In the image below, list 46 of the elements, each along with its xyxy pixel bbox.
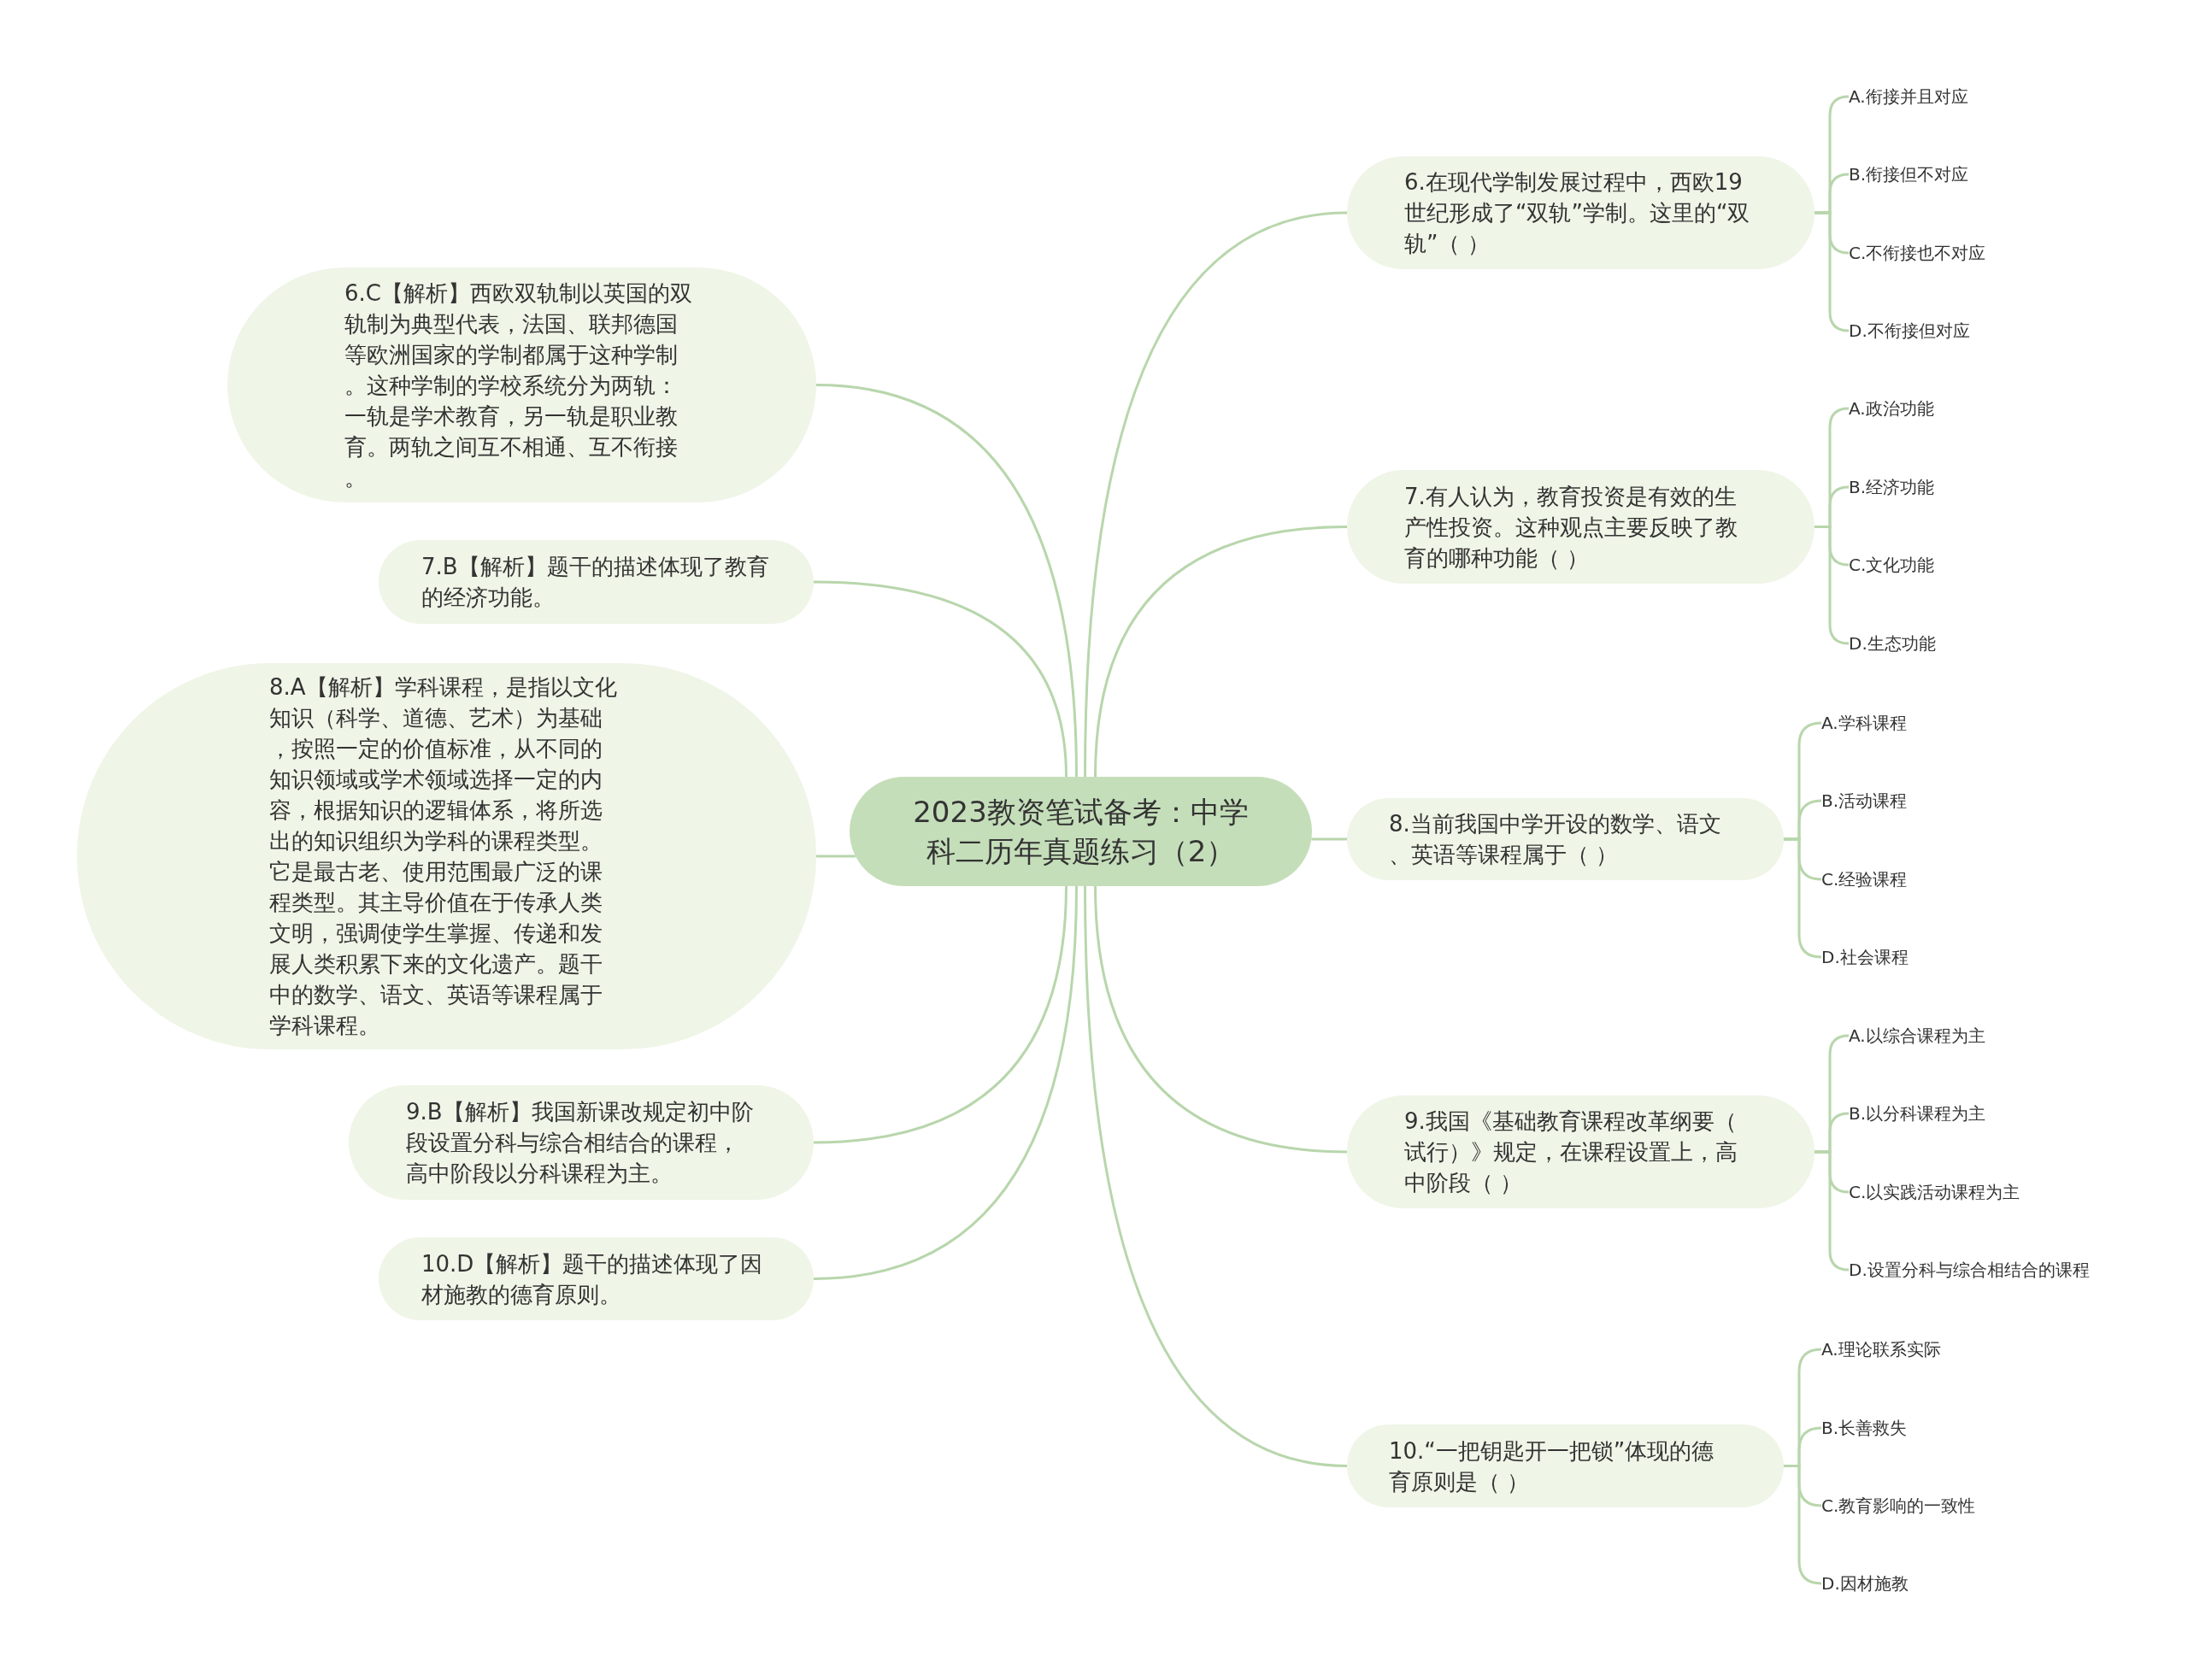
option-text: A.政治功能 (1849, 396, 1934, 421)
connector-line (1815, 211, 1850, 332)
option-text: B.经济功能 (1849, 474, 1935, 500)
explanation-bubble: 7.B【解析】题干的描述体现了教育的经济功能。 (379, 540, 814, 624)
question-bubble: 7.有人认为，教育投资是有效的生产性投资。这种观点主要反映了教育的哪种功能（ ） (1347, 470, 1815, 584)
question-bubble: 6.在现代学制发展过程中，西欧19世纪形成了“双轨”学制。这里的“双轨”（ ） (1347, 156, 1815, 269)
option-text: C.文化功能 (1849, 552, 1935, 578)
option-text: A.衔接并且对应 (1849, 84, 1968, 109)
central-topic-bubble: 2023教资笔试备考：中学科二历年真题练习（2） (850, 777, 1312, 886)
question-bubble: 10.“一把钥匙开一把锁”体现的德育原则是（ ） (1347, 1424, 1784, 1507)
explanation-bubble: 9.B【解析】我国新课改规定初中阶段设置分科与综合相结合的课程，高中阶段以分科课程为主。 (349, 1085, 814, 1200)
explanation-bubble: 10.D【解析】题干的描述体现了因材施教的德育原则。 (379, 1237, 814, 1320)
connector-line (815, 384, 1078, 778)
connector-line (813, 885, 1078, 1280)
option-text: D.不衔接但对应 (1849, 318, 1970, 344)
option-text: D.因材施教 (1821, 1571, 1909, 1596)
option-text: C.教育影响的一致性 (1821, 1493, 1976, 1518)
explanation-bubble: 8.A【解析】学科课程，是指以文化知识（科学、道德、艺术）为基础，按照一定的价值标准，从不同的知识领域或学术领域选择一定的内容，根据知识的逻辑体系，将所选出的知识组织为学科的课程类型。它是最古老、使用范围最广泛的课程类型。其主导价值在于传承人类文明，强调使学生掌握、传递和发展人类积累下来的文化遗产。题干中的数学、语文、英语等课程属于学科课程。 (77, 663, 816, 1049)
option-text: C.以实践活动课程为主 (1849, 1179, 2020, 1205)
option-text: B.长善救失 (1821, 1415, 1908, 1441)
connector-line (813, 885, 1068, 1144)
connector-line (1784, 1465, 1822, 1585)
option-text: D.社会课程 (1821, 944, 1909, 970)
option-text: C.不衔接也不对应 (1849, 240, 1986, 266)
connector-line (1784, 837, 1822, 959)
question-bubble: 8.当前我国中学开设的数学、语文、英语等课程属于（ ） (1347, 798, 1784, 880)
option-text: B.衔接但不对应 (1849, 162, 1969, 187)
connector-line (1084, 211, 1348, 778)
connector-line (1094, 885, 1348, 1154)
option-text: A.学科课程 (1821, 710, 1907, 736)
option-text: B.活动课程 (1821, 788, 1908, 814)
connector-line (1815, 526, 1850, 645)
connector-line (813, 580, 1068, 778)
option-text: A.理论联系实际 (1821, 1336, 1941, 1362)
option-text: A.以综合课程为主 (1849, 1023, 1985, 1049)
option-text: D.生态功能 (1849, 631, 1936, 656)
option-text: B.以分科课程为主 (1849, 1101, 1986, 1126)
option-text: D.设置分科与综合相结合的课程 (1849, 1257, 2090, 1283)
connector-line (1311, 837, 1347, 841)
question-bubble: 9.我国《基础教育课程改革纲要（试行）》规定，在课程设置上，高中阶段（ ） (1347, 1096, 1815, 1208)
option-text: C.经验课程 (1821, 866, 1908, 892)
connector-line (1815, 1150, 1850, 1272)
connector-line (1094, 526, 1348, 778)
explanation-bubble: 6.C【解析】西欧双轨制以英国的双轨制为典型代表，法国、联邦德国等欧洲国家的学制都属于这种学制。这种学制的学校系统分为两轨：一轨是学术教育，另一轨是职业教育。两轨之间互不相通、互不衔接。 (227, 267, 816, 502)
connector-line (816, 855, 856, 858)
connector-line (1084, 885, 1348, 1467)
